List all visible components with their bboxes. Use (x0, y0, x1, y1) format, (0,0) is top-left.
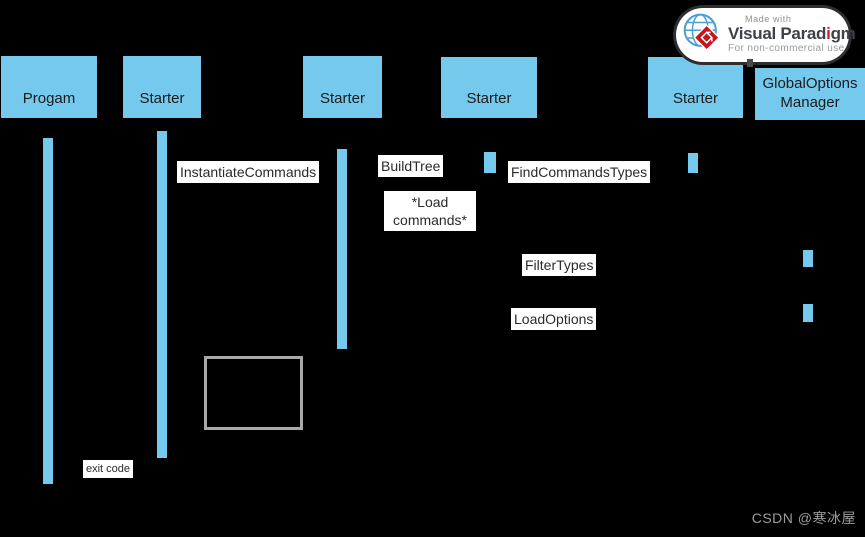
watermark-text-block: Made with Visual Paradigm For non-commer… (728, 13, 856, 56)
actor-label-starter-2: Starter (319, 90, 365, 108)
progam-activation-bar (43, 138, 53, 484)
actor-box-progam: Progam (1, 56, 97, 118)
actor-box-starter-3: Starter (441, 57, 537, 118)
message-label-exit-code: exit code (83, 460, 134, 479)
watermark-made-with: Made with (745, 13, 792, 24)
message-label-load-options: LoadOptions (511, 308, 597, 331)
starter-3-activation-bar (484, 152, 496, 173)
message-label-find-commands-types: FindCommandsTypes (508, 161, 651, 184)
actor-label-starter-3: Starter (466, 90, 512, 108)
visual-paradigm-watermark[interactable]: Made with Visual Paradigm For non-commer… (676, 8, 856, 62)
globe-logo-icon (681, 11, 725, 60)
globaloptions-activation-1-bar (803, 250, 813, 267)
starter-1-activation-bar (157, 131, 167, 458)
starter-4-activation-bar (688, 153, 698, 173)
actor-box-starter-2: Starter (303, 56, 382, 118)
csdn-attribution: CSDN @寒冰屋 (751, 510, 856, 526)
selection-handle-artifact (747, 59, 753, 67)
actor-label-starter-4: Starter (672, 90, 718, 108)
watermark-brand: Visual Paradigm (728, 23, 856, 43)
watermark-license: For non-commercial use (728, 43, 845, 55)
message-label-build-tree: BuildTree (378, 155, 444, 178)
fragment-box (204, 356, 303, 430)
message-label-instantiate-commands: InstantiateCommands (177, 161, 320, 184)
globaloptions-activation-2-bar (803, 304, 813, 322)
actor-box-starter-1: Starter (123, 56, 201, 118)
message-label-filter-types: FilterTypes (522, 254, 597, 277)
actor-label-progam: Progam (22, 90, 76, 108)
actor-box-starter-4: Starter (648, 57, 743, 118)
starter-2-activation-bar (337, 149, 347, 349)
actor-label-starter-1: Starter (139, 90, 185, 108)
